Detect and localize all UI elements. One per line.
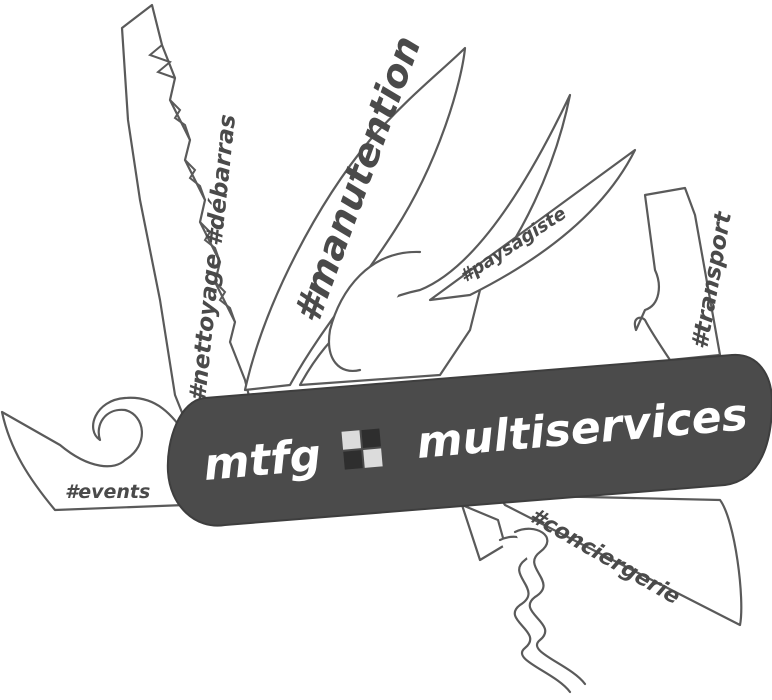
brand-text: mtfg [202,430,324,491]
events-opener: #events [0,396,192,512]
knife-handle: mtfg multiservices [166,353,772,527]
events-label: #events [65,481,150,503]
transport-hook: #transport [633,186,737,362]
logo-emblem [341,428,383,470]
corkscrew-tool [460,503,587,694]
saw-blade: #nettoyage #débarras [120,3,252,422]
